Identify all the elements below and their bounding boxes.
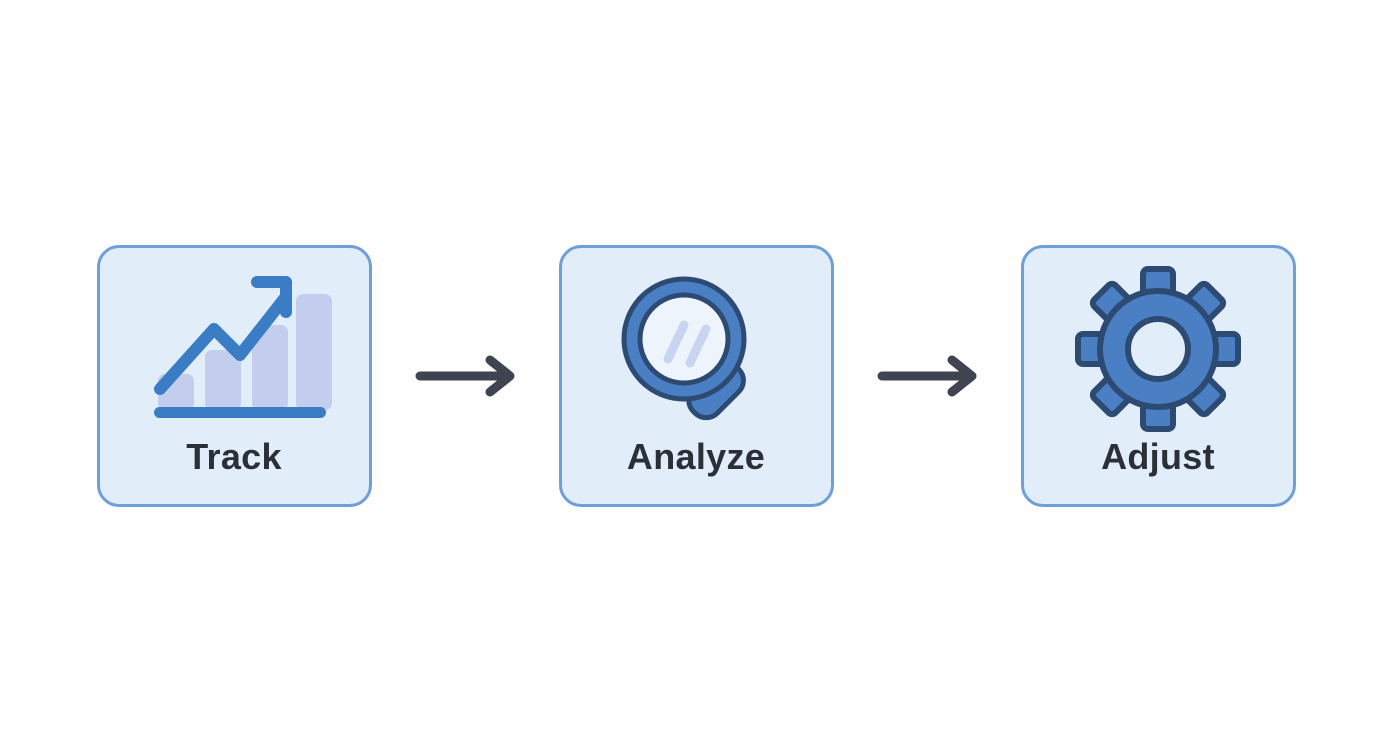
growth-bar-chart-icon xyxy=(139,262,332,437)
arrow-right-icon xyxy=(834,346,1021,406)
step-label-adjust: Adjust xyxy=(1101,436,1215,477)
magnifying-glass-icon xyxy=(601,262,791,437)
step-card-track[interactable]: Track xyxy=(96,245,372,507)
step-label-analyze: Analyze xyxy=(626,436,766,477)
step-label-track: Track xyxy=(186,436,282,477)
gear-icon xyxy=(1063,262,1253,437)
step-card-analyze[interactable]: Analyze xyxy=(558,245,834,507)
step-card-adjust[interactable]: Adjust xyxy=(1020,245,1296,507)
arrow-right-icon xyxy=(372,346,559,406)
